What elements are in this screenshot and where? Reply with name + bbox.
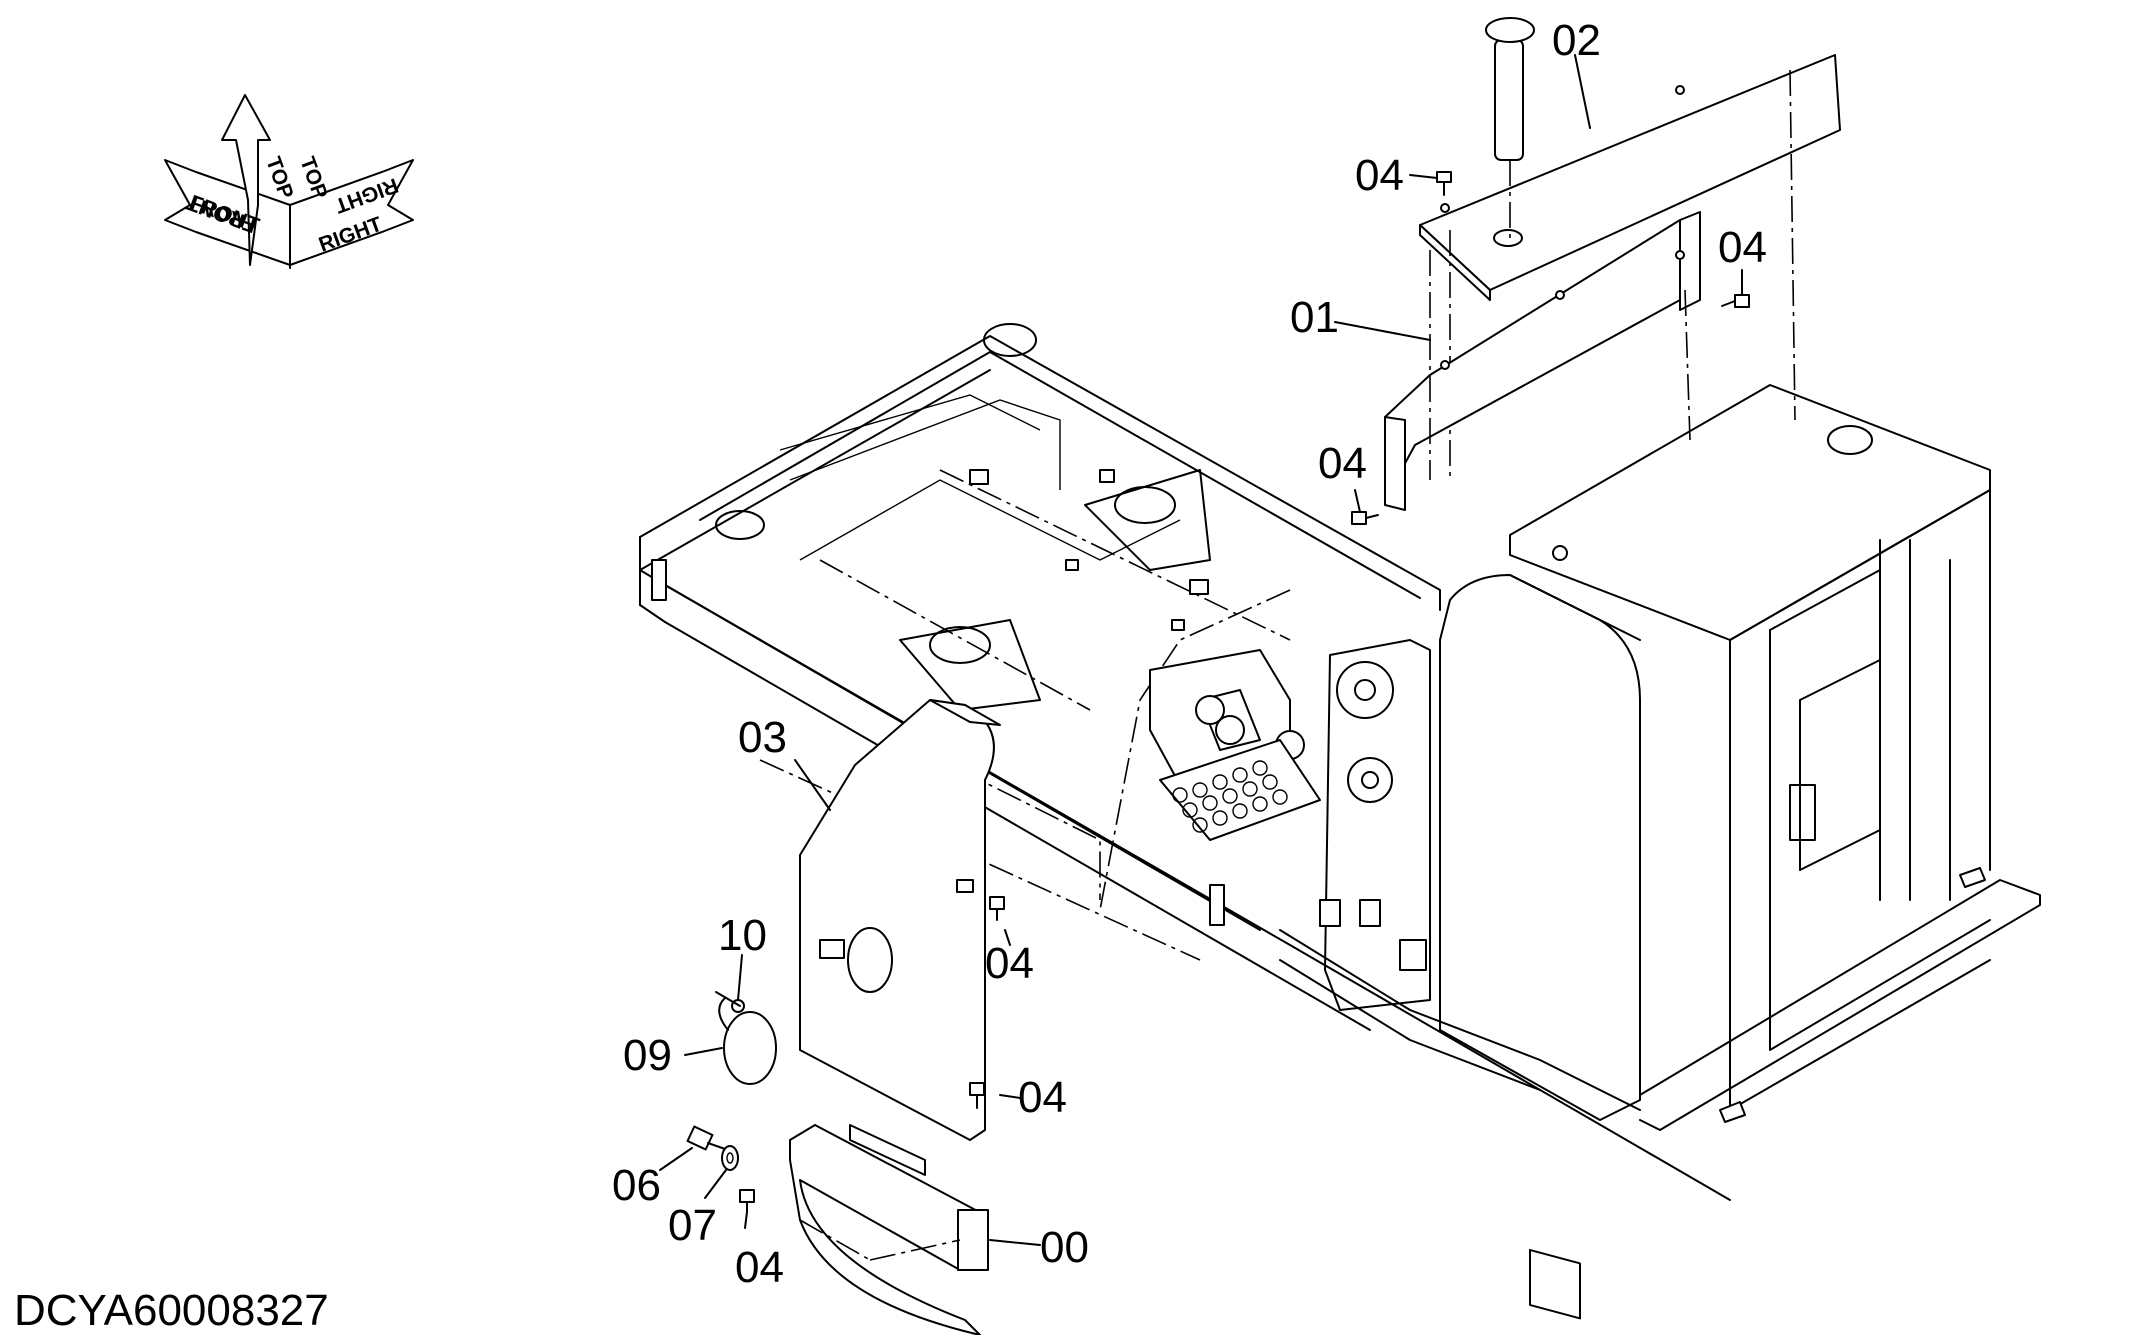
bolt-04-left	[1351, 511, 1379, 525]
callout-06: 06	[612, 1161, 661, 1210]
callout-04-left: 04	[1318, 439, 1367, 488]
bolt-04-lower	[969, 1082, 985, 1109]
lever-assembly	[1149, 649, 1321, 841]
callout-07: 07	[668, 1201, 717, 1250]
part-01-side-panel	[1384, 211, 1701, 511]
part-03-front-panel	[799, 699, 1001, 1141]
callout-02: 02	[1552, 16, 1601, 65]
bolt-04-top	[1436, 171, 1452, 196]
part-00-lower-bracket	[789, 1124, 989, 1335]
part-02-top-cover	[1419, 17, 1841, 480]
callout-03: 03	[738, 713, 787, 762]
washer-07	[721, 1145, 739, 1171]
engine-housing	[1279, 384, 2041, 1320]
bolt-06	[686, 1125, 729, 1151]
callouts: 02 04 04 01 04 03 10 04 09 04 06 07 04 0…	[612, 16, 1767, 1292]
part-09-cap	[718, 997, 777, 1085]
bolt-04-bottom	[739, 1189, 755, 1213]
base-frame	[639, 323, 1441, 1031]
bolt-04-mid	[989, 896, 1005, 921]
callout-09: 09	[623, 1031, 672, 1080]
callout-04-right: 04	[1718, 223, 1767, 272]
callout-04-top: 04	[1355, 151, 1404, 200]
callout-01: 01	[1290, 293, 1339, 342]
callout-04-lower: 04	[1018, 1073, 1067, 1122]
callout-10: 10	[718, 911, 767, 960]
bolt-04-right	[1721, 294, 1750, 308]
callout-04-mid: 04	[985, 939, 1034, 988]
fasteners	[686, 171, 1750, 1213]
orientation-top-label: TOP	[261, 154, 297, 202]
callout-04-bottom: 04	[735, 1243, 784, 1292]
orientation-top-label-mirror: TOP	[295, 154, 331, 202]
perforated-plate	[1159, 739, 1321, 841]
orientation-arrow-symbol: FRONT FRONT TOP TOP RIGHT RIGHT	[164, 94, 414, 269]
callout-00: 00	[1040, 1223, 1089, 1272]
drawing-code: DCYA60008327	[14, 1286, 329, 1335]
leader-lines	[659, 54, 1743, 1246]
